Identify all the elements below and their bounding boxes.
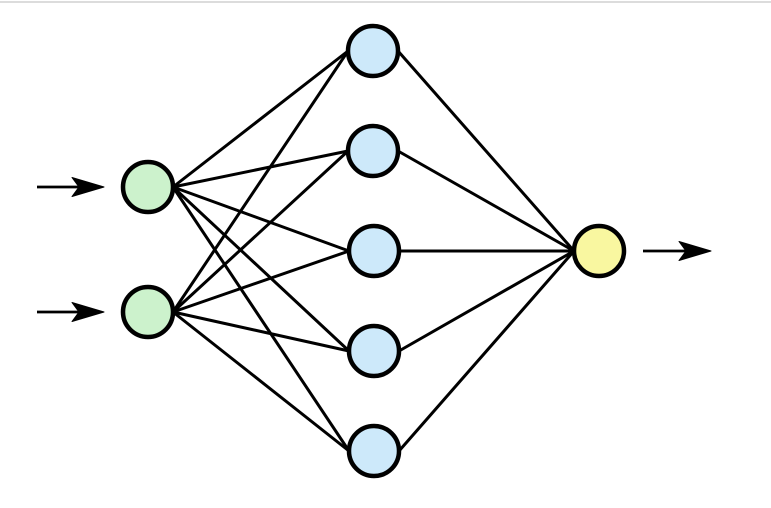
edge-input-node-1-to-hidden-node-1 — [172, 49, 349, 189]
nodes-layer — [120, 23, 627, 479]
hidden-node-4 — [346, 323, 402, 379]
arrows-layer — [37, 177, 712, 322]
edges-layer — [171, 49, 576, 453]
top-border-line — [0, 1, 771, 3]
input-arrow-2 — [37, 302, 105, 322]
input-node-2 — [120, 284, 176, 340]
edge-input-node-1-to-hidden-node-4 — [171, 185, 351, 353]
input-arrow-1 — [37, 177, 105, 197]
output-arrow — [643, 241, 712, 261]
input-arrow-1-head-icon — [71, 177, 105, 197]
edge-input-node-2-to-hidden-node-1 — [171, 50, 350, 313]
input-node-1 — [120, 159, 176, 215]
hidden-node-2 — [345, 123, 401, 179]
output-arrow-head-icon — [678, 241, 712, 261]
hidden-node-3 — [346, 223, 402, 279]
edge-hidden-node-4-to-output-node — [398, 249, 575, 353]
input-arrow-2-head-icon — [71, 302, 105, 322]
hidden-node-5 — [346, 423, 402, 479]
edge-input-node-1-to-hidden-node-5 — [171, 186, 351, 452]
edge-input-node-2-to-hidden-node-2 — [171, 149, 350, 314]
edge-hidden-node-2-to-output-node — [397, 149, 575, 253]
hidden-node-1 — [345, 23, 401, 79]
edge-hidden-node-1-to-output-node — [396, 50, 576, 252]
output-node — [571, 223, 627, 279]
edge-hidden-node-5-to-output-node — [397, 250, 576, 452]
edge-input-node-2-to-hidden-node-4 — [172, 310, 350, 353]
edge-input-node-2-to-hidden-node-5 — [172, 310, 350, 453]
edge-input-node-1-to-hidden-node-2 — [172, 149, 349, 189]
edge-input-node-2-to-hidden-node-3 — [172, 249, 350, 314]
edge-input-node-1-to-hidden-node-3 — [172, 185, 350, 253]
